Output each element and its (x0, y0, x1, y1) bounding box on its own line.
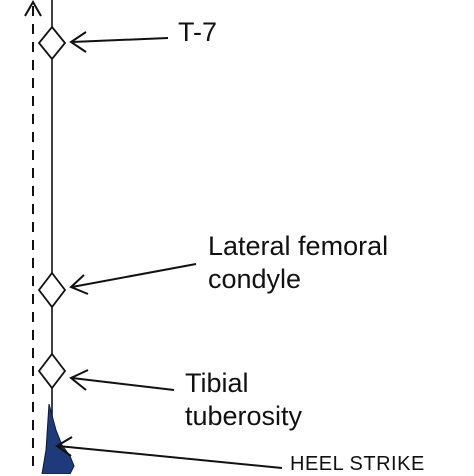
arrow-t7 (69, 31, 169, 53)
label-lateral-femoral-condyle-line1: Lateral femoral (208, 231, 389, 261)
arrow-heel-strike (55, 436, 283, 469)
marker-t7 (37, 25, 67, 61)
label-heel-strike: HEEL STRIKE (290, 453, 425, 475)
marker-lateral-femoral-condyle (37, 271, 67, 309)
label-lateral-femoral-condyle: Lateral femoral condyle (208, 230, 388, 296)
label-t7: T-7 (178, 17, 218, 47)
reference-arrowhead (24, 0, 42, 17)
label-tibial-tuberosity: Tibial tuberosity (185, 367, 302, 433)
marker-tibial-tuberosity (37, 352, 67, 390)
label-tibial-tuberosity-line1: Tibial (185, 368, 249, 398)
arrow-tibial-tuberosity (69, 369, 175, 391)
label-tibial-tuberosity-line2: tuberosity (185, 400, 303, 431)
foot-shape (41, 403, 75, 474)
label-lateral-femoral-condyle-line2: condyle (208, 263, 302, 294)
arrow-lateral-femoral-condyle (69, 263, 197, 295)
